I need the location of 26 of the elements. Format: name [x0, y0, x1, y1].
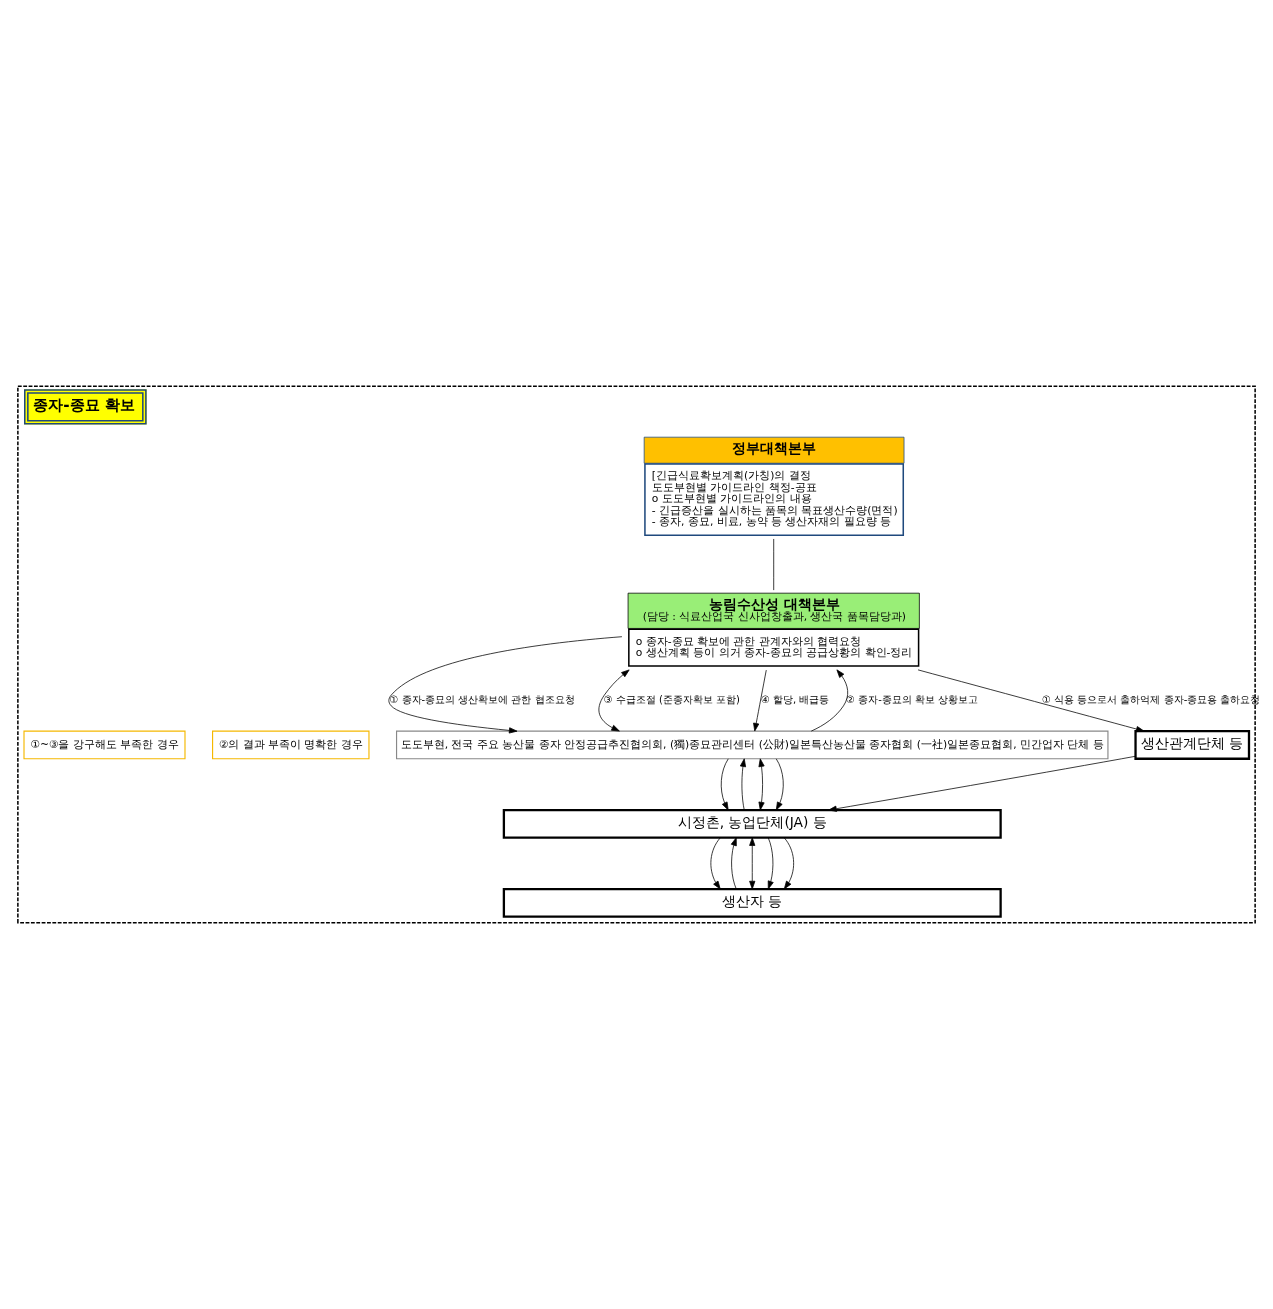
arrow [828, 755, 1136, 812]
edge-label: ④ 할당, 배급등 [760, 694, 830, 706]
arrow [810, 669, 849, 732]
arrow [783, 837, 795, 890]
node-box: ①~③을 강구해도 부족한 경우 [23, 730, 186, 760]
arrow [753, 669, 767, 732]
arrow [749, 837, 756, 890]
arrow [720, 758, 729, 811]
arrow [730, 837, 737, 890]
arrow [767, 837, 774, 890]
node-box: 생산관계단체 등 [1134, 730, 1251, 760]
arrow [388, 636, 623, 734]
arrow [710, 837, 721, 890]
edge-label: ① 종자-종묘의 생산확보에 관한 협조요청 [389, 694, 575, 706]
edge-label: ① 식용 등으로서 출하억제 종자-종묘용 출하요청 [1042, 694, 1261, 706]
node-box: 도도부현, 전국 주요 농산물 종자 안정공급추진협의회, (獨)종묘관리센터 (公財)일본특산농산물 종자협회 (一社)일본종묘협회, 민간업자 단체 등 [396, 730, 1109, 760]
node-box: 시정촌, 농업단체(JA) 등 [502, 808, 1002, 839]
arrow [598, 669, 630, 732]
arrow [917, 669, 1145, 733]
arrow [739, 758, 746, 811]
arrow [775, 758, 784, 811]
arrow [758, 758, 765, 811]
node-box: 생산자 등 [502, 887, 1002, 918]
node-box: ②의 결과 부족이 명확한 경우 [212, 730, 370, 760]
edge-label: ② 종자-종묘의 확보 상황보고 [846, 694, 979, 706]
edge-label: ③ 수급조절 (준종자확보 포함) [603, 694, 740, 706]
